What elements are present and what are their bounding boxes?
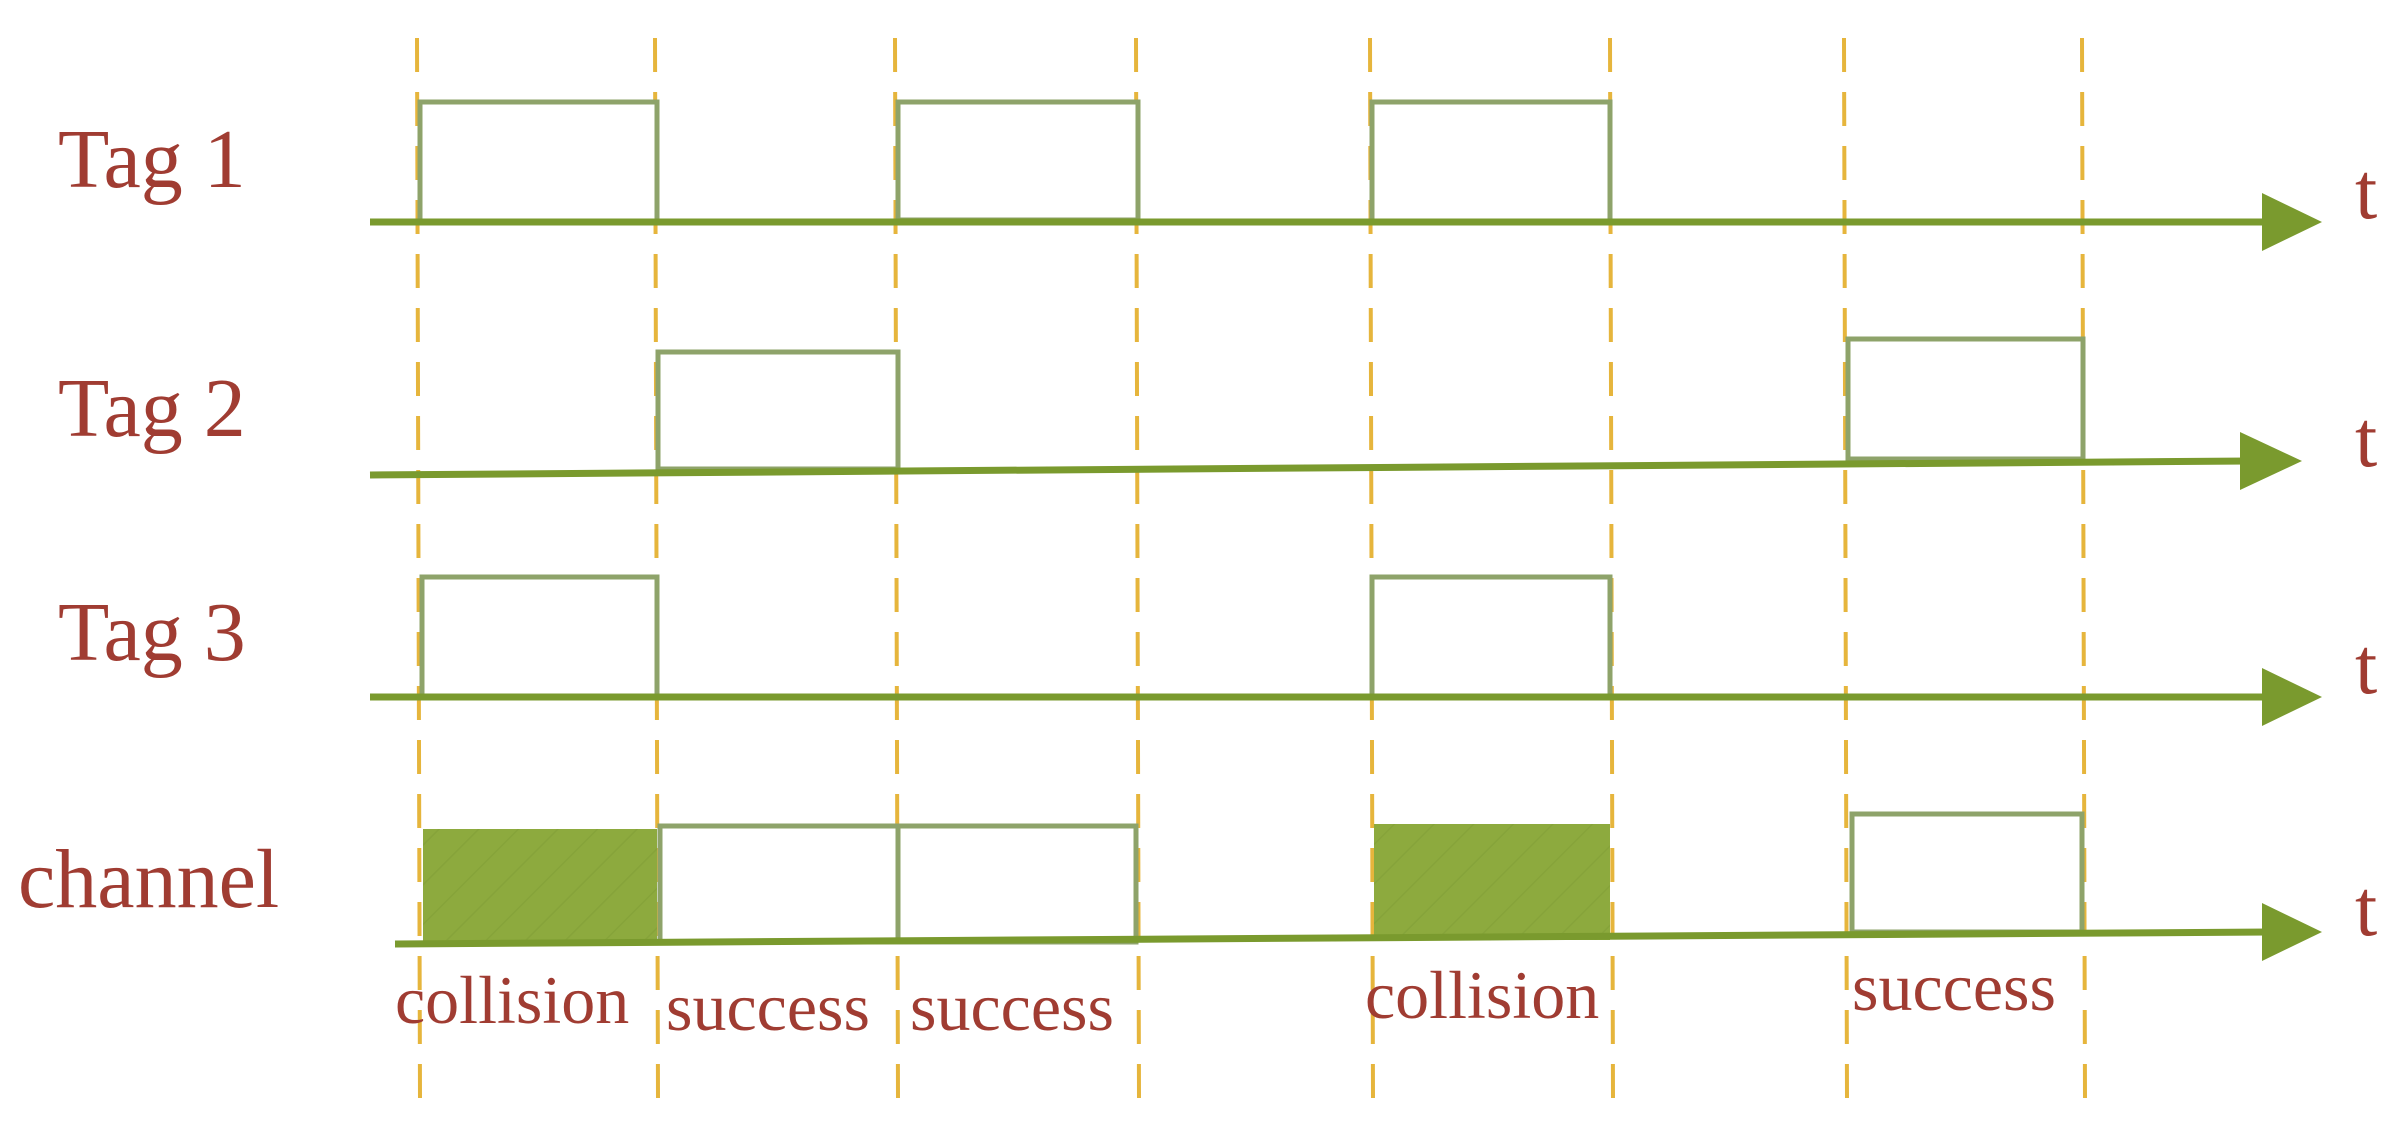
pulse — [1369, 574, 1613, 700]
collision-slot-hatch — [423, 829, 657, 944]
slot-divider — [2080, 37, 2087, 1101]
pulse — [417, 99, 660, 225]
row-label: Tag 3 — [58, 586, 246, 679]
row-label: Tag 2 — [58, 362, 246, 455]
row-tag-2: Tag 2 t — [58, 336, 2377, 490]
axis-t-label: t — [2355, 623, 2377, 711]
slot-divider — [1842, 37, 1849, 1101]
slot-status-label: success — [666, 969, 870, 1045]
time-axis — [394, 928, 2271, 948]
tag-3-pulses — [419, 574, 1613, 700]
axis-arrowhead — [2262, 668, 2322, 726]
axis-arrowhead — [2262, 193, 2322, 251]
success-slot — [657, 823, 901, 945]
axis-arrowhead — [2240, 432, 2302, 490]
row-label: Tag 1 — [58, 113, 246, 206]
success-slot — [895, 823, 1139, 945]
axis-t-label: t — [2355, 148, 2377, 236]
pulse — [895, 99, 1141, 223]
channel-success-slots — [657, 811, 2085, 945]
slot-status-label: collision — [1365, 957, 1599, 1033]
collision-slot-hatch — [1374, 824, 1610, 940]
slot-status-labels: collision success success collision succ… — [395, 949, 2056, 1045]
axis-t-label: t — [2355, 865, 2377, 953]
success-slot — [1849, 811, 2085, 935]
time-axis — [369, 457, 2251, 479]
slot-status-label: collision — [395, 962, 629, 1038]
axis-t-label: t — [2355, 396, 2377, 484]
row-channel: channel t — [18, 811, 2377, 961]
slot-status-label: success — [1852, 949, 2056, 1025]
pulse — [1845, 336, 2086, 462]
channel-collision-slots — [423, 824, 1610, 944]
tag-2-pulses — [655, 336, 2086, 472]
slot-status-label: success — [910, 969, 1114, 1045]
row-tag-1: Tag 1 t — [58, 99, 2377, 251]
axis-arrowhead — [2262, 903, 2322, 961]
pulse — [655, 349, 901, 472]
row-label: channel — [18, 833, 279, 926]
pulse — [419, 574, 660, 700]
pulse — [1369, 99, 1613, 225]
tag-1-pulses — [417, 99, 1613, 225]
row-tag-3: Tag 3 t — [58, 574, 2377, 726]
